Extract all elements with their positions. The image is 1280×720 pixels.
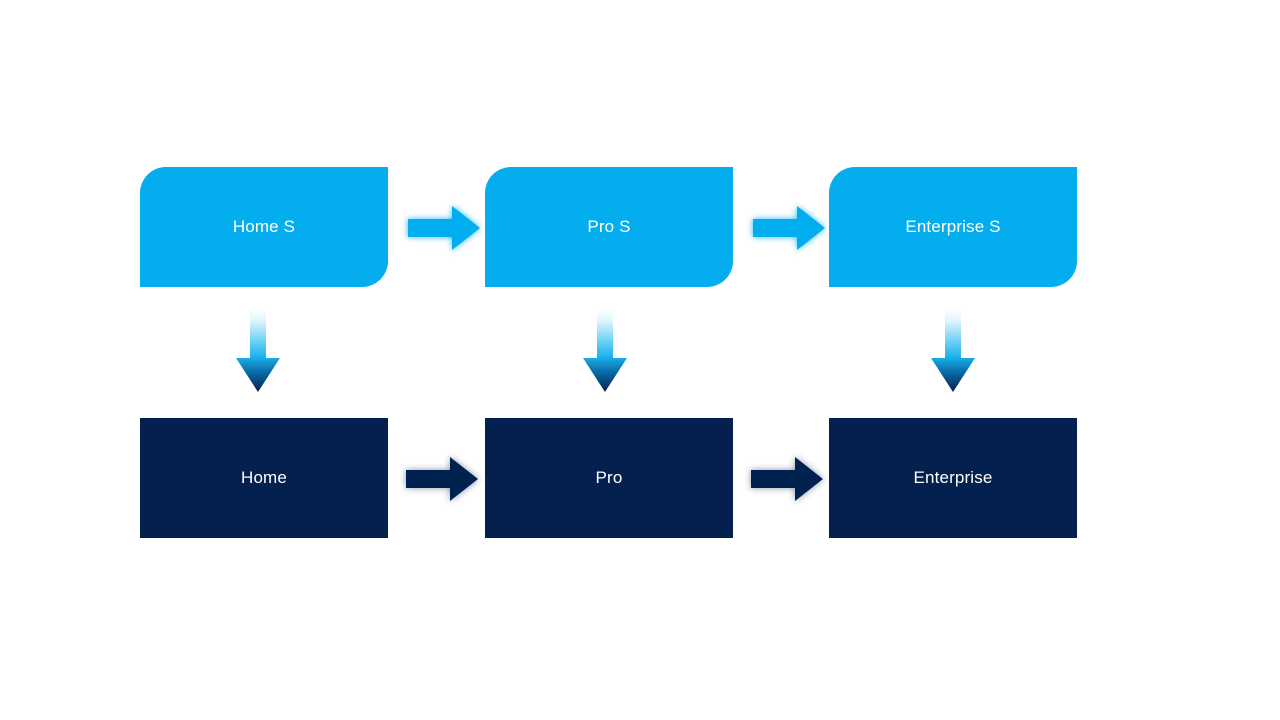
node-enterprise[interactable]: Enterprise — [829, 418, 1077, 538]
node-label: Pro — [595, 467, 623, 487]
node-pro[interactable]: Pro — [485, 418, 733, 538]
node-home-s[interactable]: Home S — [140, 167, 388, 287]
node-label: Home S — [232, 216, 296, 236]
node-enterprise-s[interactable]: Enterprise S — [829, 167, 1077, 287]
arrow-down-icon-enterprise-s-to-enterprise — [923, 308, 983, 394]
node-label: Enterprise S — [905, 216, 1001, 236]
arrow-right-icon-home-s-to-pro-s — [406, 203, 482, 253]
node-label: Enterprise — [913, 467, 993, 487]
node-label: Home — [241, 467, 287, 487]
arrow-right-icon-pro-s-to-enterprise-s — [751, 203, 827, 253]
node-label: Pro S — [587, 216, 631, 236]
arrow-right-icon-pro-to-enterprise — [749, 454, 825, 504]
node-home[interactable]: Home — [140, 418, 388, 538]
arrow-down-icon-home-s-to-home — [228, 308, 288, 394]
arrow-down-icon-pro-s-to-pro — [575, 308, 635, 394]
arrow-right-icon-home-to-pro — [404, 454, 480, 504]
node-pro-s[interactable]: Pro S — [485, 167, 733, 287]
